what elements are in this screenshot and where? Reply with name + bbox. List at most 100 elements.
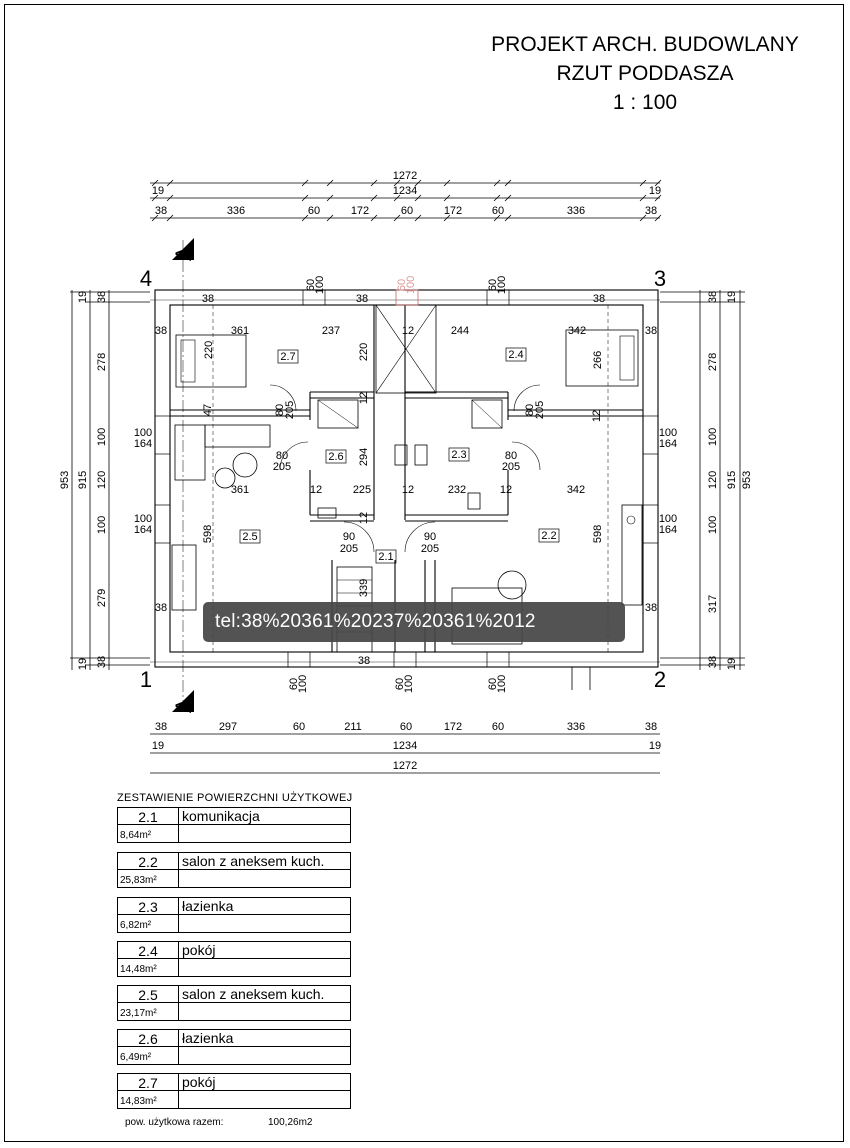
room-area: 6,82m² xyxy=(117,914,179,933)
window-label: 100 xyxy=(297,675,309,693)
window-label: 60 xyxy=(394,678,406,690)
blank-cell xyxy=(178,1090,351,1109)
schedule-row: 2.6 łazienka 6,49m² xyxy=(117,1029,351,1066)
room-area: 14,48m² xyxy=(117,958,179,977)
dim-tick xyxy=(166,179,174,187)
dim-tick xyxy=(414,214,422,222)
inner-dim: 12 xyxy=(500,484,512,496)
corner-label-4: 4 xyxy=(140,266,152,291)
total-area-label: pow. użytkowa razem: xyxy=(125,1117,224,1128)
window-label: 100 xyxy=(314,276,326,294)
room-name: łazienka xyxy=(178,897,351,915)
bottom-seg: 60 xyxy=(293,721,305,733)
bottom-seg: 172 xyxy=(444,721,462,733)
top-end-left: 19 xyxy=(152,185,164,197)
corner-label-2: 2 xyxy=(654,667,666,692)
window-label: 100 xyxy=(134,427,152,439)
blank-cell xyxy=(178,1046,351,1065)
top-inner-dim: 1234 xyxy=(393,185,417,197)
dim-tick xyxy=(393,179,401,187)
inner-dim: 12 xyxy=(358,512,370,524)
bottom-inner-dim: 1234 xyxy=(393,740,417,752)
right-seg: 19 xyxy=(726,658,738,670)
dim-tick xyxy=(443,194,451,202)
dim-tick xyxy=(326,214,334,222)
room-tag: 2.7 xyxy=(280,351,295,363)
dim-tick xyxy=(654,214,662,222)
right-seg: 38 xyxy=(707,656,719,668)
inner-dim: 38 xyxy=(593,293,605,305)
inner-dim: 38 xyxy=(356,293,368,305)
blank-cell xyxy=(178,824,351,843)
dim-tick xyxy=(326,179,334,187)
inner-dim: 205 xyxy=(340,543,358,555)
inner-dim: 205 xyxy=(284,401,296,419)
inner-dim: 90 xyxy=(343,531,355,543)
inner-dim: 205 xyxy=(273,461,291,473)
bottom-end-right: 19 xyxy=(649,740,661,752)
dim-tick xyxy=(414,194,422,202)
room-name: salon z aneksem kuch. xyxy=(178,985,351,1003)
left-seg: 19 xyxy=(77,291,89,303)
project-title: PROJEKT ARCH. BUDOWLANY xyxy=(491,33,799,56)
window-label: 164 xyxy=(134,524,152,536)
left-seg: 38 xyxy=(96,656,108,668)
room-number: 2.4 xyxy=(117,941,179,959)
inner-dim: 244 xyxy=(451,325,469,337)
dim-tick xyxy=(301,194,309,202)
left-seg: 278 xyxy=(96,353,108,371)
room-number: 2.6 xyxy=(117,1029,179,1047)
dim-tick xyxy=(151,194,159,202)
dim-tick xyxy=(443,179,451,187)
floor-plan: 1272 1234 19 19 38 336 60 172 60 172 60 … xyxy=(59,170,753,774)
bottom-seg: 60 xyxy=(400,721,412,733)
room-tag: 2.3 xyxy=(451,449,466,461)
room-area: 25,83m² xyxy=(117,869,179,888)
inner-dim: 12 xyxy=(310,484,322,496)
left-seg: 279 xyxy=(96,589,108,607)
right-seg: 100 xyxy=(707,516,719,534)
left-overall-dim: 953 xyxy=(59,471,71,489)
dim-tick xyxy=(166,194,174,202)
inner-dim: 220 xyxy=(203,341,215,359)
inner-dim: 361 xyxy=(231,484,249,496)
top-seg: 60 xyxy=(492,205,504,217)
room-number: 2.1 xyxy=(117,807,179,825)
window-label: 164 xyxy=(659,524,677,536)
inner-dim: 237 xyxy=(322,325,340,337)
top-overall-dim: 1272 xyxy=(393,170,417,182)
dim-tick xyxy=(504,194,512,202)
bottom-seg: 297 xyxy=(219,721,237,733)
inner-dim: 294 xyxy=(358,448,370,466)
corner-label-1: 1 xyxy=(140,667,152,692)
dim-tick xyxy=(393,214,401,222)
inner-dim: 80 xyxy=(524,404,536,416)
dim-tick xyxy=(301,179,309,187)
window-label: 164 xyxy=(134,438,152,450)
top-seg: 38 xyxy=(155,205,167,217)
inner-dim: 12 xyxy=(358,392,370,404)
room-tag: 2.1 xyxy=(378,551,393,563)
right-seg: 100 xyxy=(707,428,719,446)
window-label: 60 xyxy=(288,678,300,690)
room-area: 8,64m² xyxy=(117,824,179,843)
dim-tick xyxy=(370,179,378,187)
blank-cell xyxy=(178,958,351,977)
window-label: 60 xyxy=(305,279,317,291)
left-seg: 38 xyxy=(96,291,108,303)
drawing-title: RZUT PODDASZA xyxy=(556,62,734,85)
bottom-seg: 211 xyxy=(344,721,362,733)
top-seg: 38 xyxy=(645,205,657,217)
dim-tick xyxy=(166,214,174,222)
inner-dim: 38 xyxy=(645,325,657,337)
schedule-row: 2.5 salon z aneksem kuch. 23,17m² xyxy=(117,985,351,1022)
room-area: 23,17m² xyxy=(117,1002,179,1021)
inner-dim: 38 xyxy=(155,325,167,337)
room-number: 2.7 xyxy=(117,1073,179,1091)
left-seg: 120 xyxy=(96,471,108,489)
section-arrow-icon xyxy=(172,690,194,712)
bottom-seg: 336 xyxy=(567,721,585,733)
room-tag: 2.5 xyxy=(242,531,257,543)
right-seg: 278 xyxy=(707,353,719,371)
left-seg: 19 xyxy=(77,658,89,670)
